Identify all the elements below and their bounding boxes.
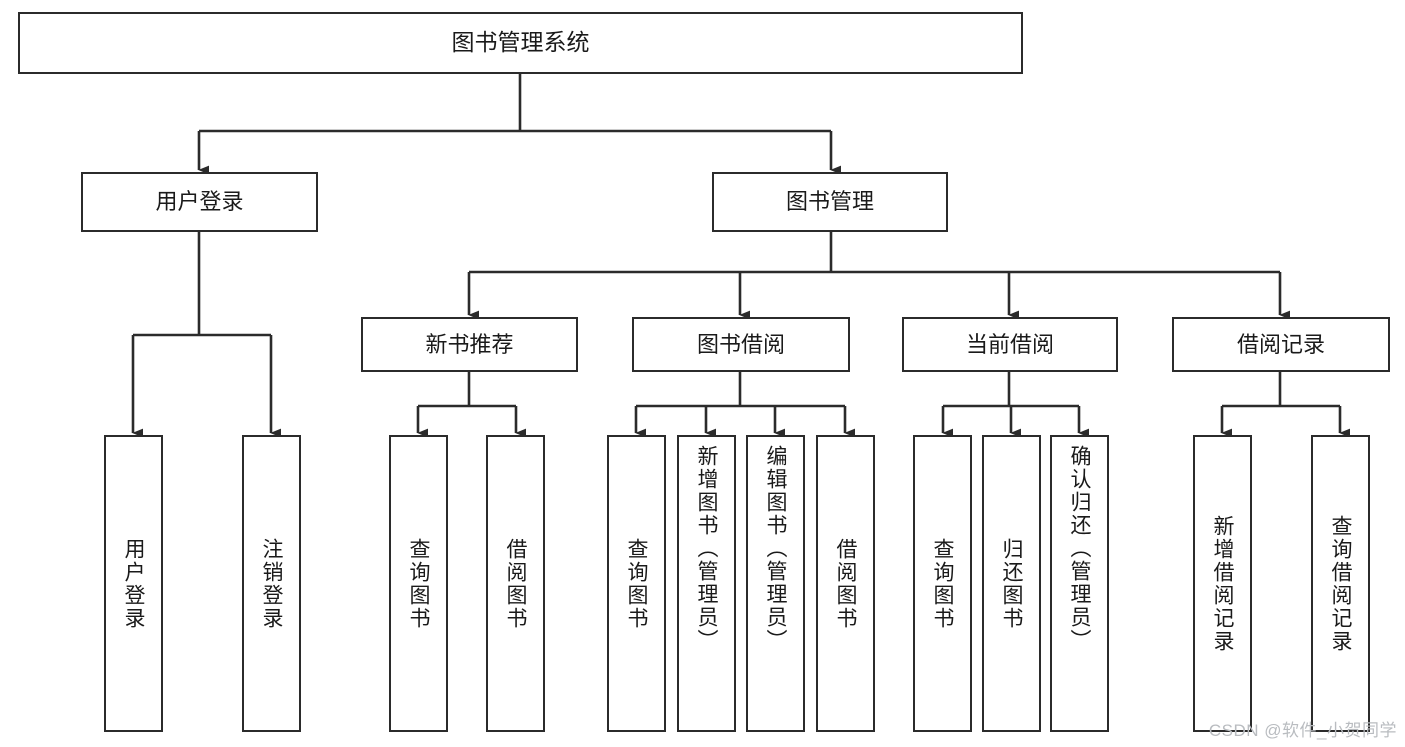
node-label: 归还图书 xyxy=(1000,537,1023,630)
node-book-management[interactable]: 图书管理 xyxy=(712,172,948,232)
leaf-confirm-return-admin[interactable]: 确认归还（管理员） xyxy=(1050,435,1109,732)
node-label: 新增借阅记录 xyxy=(1211,514,1234,653)
node-label: 借阅图书 xyxy=(504,537,527,630)
node-label: 查询图书 xyxy=(931,537,954,630)
node-label: 图书管理系统 xyxy=(451,29,590,56)
node-label: 注销登录 xyxy=(260,537,283,630)
leaf-borrow-book-book-borrow[interactable]: 借阅图书 xyxy=(816,435,875,732)
leaf-query-book-new-book-rec[interactable]: 查询图书 xyxy=(389,435,448,732)
node-label: 图书借阅 xyxy=(696,331,785,357)
node-new-book-recommendation[interactable]: 新书推荐 xyxy=(361,317,578,372)
node-label: 新书推荐 xyxy=(425,331,514,357)
leaf-edit-book-admin[interactable]: 编辑图书（管理员） xyxy=(746,435,805,732)
csdn-watermark: CSDN @软件_小贺同学 xyxy=(1208,721,1397,740)
leaf-borrow-book-new-book-rec[interactable]: 借阅图书 xyxy=(486,435,545,732)
node-label: 确认归还（管理员） xyxy=(1068,445,1091,652)
leaf-query-book-current-borrow[interactable]: 查询图书 xyxy=(913,435,972,732)
node-label: 查询借阅记录 xyxy=(1329,514,1352,653)
node-root-book-management-system[interactable]: 图书管理系统 xyxy=(18,12,1023,74)
node-book-borrow[interactable]: 图书借阅 xyxy=(632,317,850,372)
node-borrow-record[interactable]: 借阅记录 xyxy=(1172,317,1390,372)
node-label: 新增图书（管理员） xyxy=(695,445,718,652)
node-label: 查询图书 xyxy=(625,537,648,630)
leaf-query-book-book-borrow[interactable]: 查询图书 xyxy=(607,435,666,732)
node-label: 借阅记录 xyxy=(1236,331,1325,357)
node-label: 用户登录 xyxy=(155,189,244,215)
node-label: 查询图书 xyxy=(407,537,430,630)
node-label: 用户登录 xyxy=(122,537,145,630)
leaf-return-book[interactable]: 归还图书 xyxy=(982,435,1041,732)
node-user-login[interactable]: 用户登录 xyxy=(81,172,318,232)
node-current-borrow[interactable]: 当前借阅 xyxy=(902,317,1118,372)
leaf-logout[interactable]: 注销登录 xyxy=(242,435,301,732)
leaf-add-borrow-record[interactable]: 新增借阅记录 xyxy=(1193,435,1252,732)
leaf-user-login[interactable]: 用户登录 xyxy=(104,435,163,732)
node-label: 当前借阅 xyxy=(965,331,1054,357)
leaf-query-borrow-record[interactable]: 查询借阅记录 xyxy=(1311,435,1370,732)
node-label: 借阅图书 xyxy=(834,537,857,630)
node-label: 编辑图书（管理员） xyxy=(764,445,787,652)
node-label: 图书管理 xyxy=(785,189,874,215)
leaf-add-book-admin[interactable]: 新增图书（管理员） xyxy=(677,435,736,732)
